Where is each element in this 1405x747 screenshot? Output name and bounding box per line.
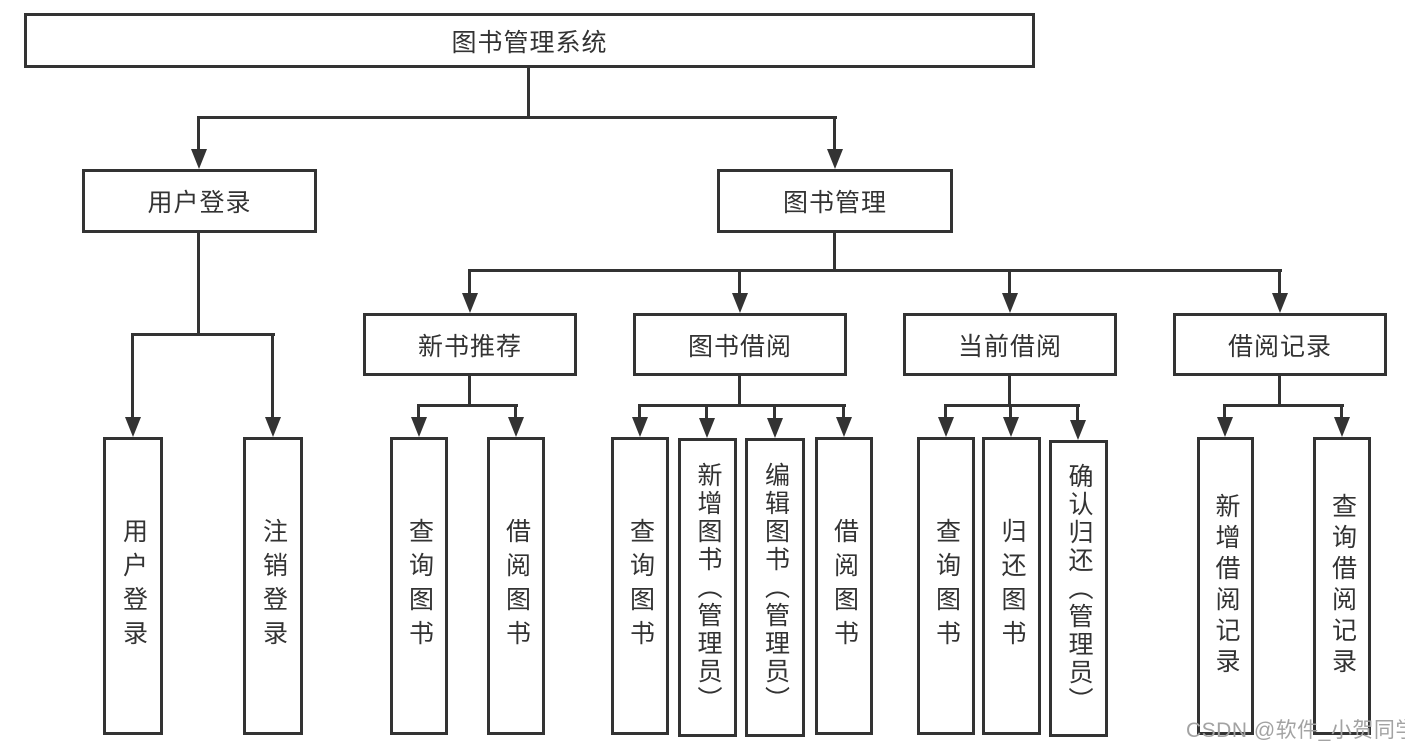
arrow-down-icon	[1070, 420, 1086, 440]
node-borrow-records-label: 借阅记录	[1227, 332, 1332, 361]
connector-line	[197, 116, 837, 119]
arrow-down-icon	[767, 418, 783, 438]
node-current-borrow: 当前借阅	[903, 313, 1117, 376]
connector-line	[417, 404, 518, 407]
leaf-edit-book-admin: 编辑图书（管理员）	[745, 438, 805, 737]
arrow-down-icon	[265, 417, 281, 437]
connector-line	[1008, 269, 1011, 294]
connector-line	[944, 404, 1080, 407]
connector-line	[468, 269, 1282, 272]
node-user-login: 用户登录	[82, 169, 317, 233]
csdn-watermark: CSDN @软件_小贺同学	[1186, 719, 1405, 742]
leaf-query-books-3: 查询图书	[917, 437, 975, 735]
connector-line	[417, 404, 420, 418]
connector-line	[833, 233, 836, 272]
arrow-down-icon	[827, 149, 843, 169]
arrow-down-icon	[1272, 293, 1288, 313]
connector-line	[1278, 376, 1281, 407]
node-current-borrow-label: 当前借阅	[957, 332, 1062, 361]
leaf-borrow-books-2: 借阅图书	[815, 437, 873, 735]
node-new-book-recommend-label: 新书推荐	[417, 332, 522, 361]
arrow-down-icon	[1217, 417, 1233, 437]
connector-line	[514, 404, 517, 418]
arrow-down-icon	[732, 293, 748, 313]
leaf-query-books-1: 查询图书	[390, 437, 448, 735]
arrow-down-icon	[1334, 417, 1350, 437]
node-book-management-label: 图书管理	[782, 189, 887, 217]
arrow-down-icon	[125, 417, 141, 437]
node-root: 图书管理系统	[24, 13, 1035, 68]
arrow-down-icon	[836, 417, 852, 437]
arrow-down-icon	[462, 293, 478, 313]
node-book-borrow: 图书借阅	[633, 313, 847, 376]
leaf-user-login: 用户登录	[103, 437, 163, 735]
node-book-borrow-label: 图书借阅	[687, 332, 792, 361]
leaf-add-borrow-record: 新增借阅记录	[1197, 437, 1254, 735]
connector-line	[1009, 404, 1012, 418]
connector-line	[842, 404, 845, 418]
connector-line	[738, 269, 741, 294]
connector-line	[1223, 404, 1226, 418]
connector-line	[527, 68, 530, 119]
arrow-down-icon	[1002, 293, 1018, 313]
connector-line	[131, 333, 134, 418]
connector-line	[773, 404, 776, 418]
connector-line	[131, 333, 275, 336]
leaf-query-books-2: 查询图书	[611, 437, 669, 735]
connector-line	[1340, 404, 1343, 418]
connector-line	[197, 116, 200, 150]
node-borrow-records: 借阅记录	[1173, 313, 1387, 376]
connector-line	[197, 233, 200, 336]
leaf-add-book-admin: 新增图书（管理员）	[678, 438, 737, 737]
connector-line	[1008, 376, 1011, 407]
node-book-management: 图书管理	[717, 169, 953, 233]
connector-line	[1223, 404, 1344, 407]
connector-line	[638, 404, 846, 407]
arrow-down-icon	[699, 418, 715, 438]
connector-line	[1278, 269, 1281, 294]
arrow-down-icon	[508, 417, 524, 437]
connector-line	[944, 404, 947, 418]
connector-line	[468, 269, 471, 294]
connector-line	[271, 333, 274, 418]
leaf-confirm-return-admin: 确认归还（管理员）	[1049, 440, 1108, 737]
arrow-down-icon	[191, 149, 207, 169]
arrow-down-icon	[1003, 417, 1019, 437]
leaf-logout: 注销登录	[243, 437, 303, 735]
connector-line	[638, 404, 641, 418]
node-user-login-label: 用户登录	[147, 189, 252, 217]
arrow-down-icon	[632, 417, 648, 437]
arrow-down-icon	[938, 417, 954, 437]
connector-line	[705, 404, 708, 418]
leaf-borrow-books-1: 借阅图书	[487, 437, 545, 735]
connector-line	[1076, 404, 1079, 420]
node-new-book-recommend: 新书推荐	[363, 313, 577, 376]
leaf-query-borrow-record: 查询借阅记录	[1313, 437, 1371, 735]
connector-line	[833, 116, 836, 150]
arrow-down-icon	[411, 417, 427, 437]
node-root-label: 图书管理系统	[451, 28, 608, 57]
leaf-return-book: 归还图书	[982, 437, 1041, 735]
connector-line	[468, 376, 471, 407]
connector-line	[738, 376, 741, 407]
